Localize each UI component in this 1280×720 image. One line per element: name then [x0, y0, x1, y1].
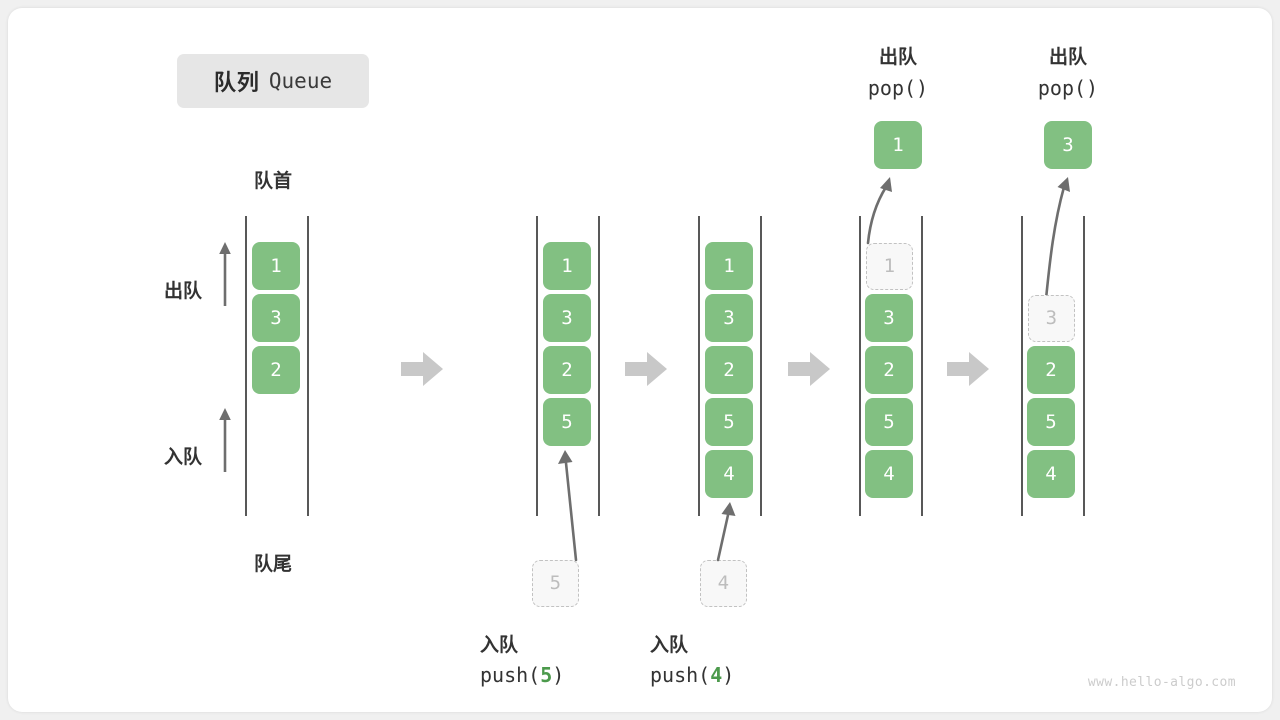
queue-cell: 5 — [865, 398, 913, 446]
caption-push-code-3: push(4) — [650, 663, 735, 687]
queue-cell: 3 — [543, 294, 591, 342]
pop-arrow-icon-5 — [1044, 177, 1070, 301]
queue-rail-right-4 — [921, 216, 923, 516]
queue-rail-right-1 — [307, 216, 309, 516]
queue-rail-left-3 — [698, 216, 700, 516]
queue-rail-right-2 — [598, 216, 600, 516]
push-arg-2: 5 — [540, 663, 553, 687]
caption-enqueue-3: 入队 — [650, 635, 689, 656]
caption-pop-code-4: pop() — [867, 76, 929, 100]
caption-push-code-2: push(5) — [480, 663, 565, 687]
popped-cell-5: 3 — [1044, 121, 1092, 169]
label-rear: 队尾 — [253, 554, 292, 575]
queue-cell: 2 — [865, 346, 913, 394]
queue-cell: 4 — [1027, 450, 1075, 498]
label-front: 队首 — [253, 171, 292, 192]
queue-cell: 1 — [252, 242, 300, 290]
title-cn: 队列 — [213, 70, 260, 95]
queue-cell: 1 — [705, 242, 753, 290]
step-arrow-icon — [625, 352, 667, 386]
queue-rail-left-1 — [245, 216, 247, 516]
watermark: www.hello-algo.com — [1087, 675, 1236, 690]
queue-cell: 3 — [705, 294, 753, 342]
queue-cell: 3 — [252, 294, 300, 342]
label-dequeue-direction: 出队 — [163, 281, 202, 302]
queue-ghost-cell: 1 — [866, 243, 913, 290]
queue-cell-new: 5 — [543, 398, 591, 446]
label-enqueue-direction: 入队 — [163, 447, 202, 468]
queue-rail-left-4 — [859, 216, 861, 516]
dequeue-direction-arrow-icon — [219, 242, 231, 306]
diagram-title-chip: 队列 Queue — [177, 54, 369, 108]
enqueue-direction-arrow-icon — [219, 408, 231, 472]
queue-ghost-cell: 4 — [700, 560, 747, 607]
caption-pop-code-5: pop() — [1037, 76, 1099, 100]
push-arg-3: 4 — [710, 663, 723, 687]
queue-cell-new: 4 — [705, 450, 753, 498]
queue-cell: 2 — [543, 346, 591, 394]
queue-rail-left-5 — [1021, 216, 1023, 516]
caption-enqueue-2: 入队 — [480, 635, 519, 656]
queue-rail-right-3 — [760, 216, 762, 516]
popped-cell-4: 1 — [874, 121, 922, 169]
diagram-canvas: 队列 Queue 队首 队尾 出队 入队 1 3 2 1 3 2 5 5 入队 … — [8, 8, 1272, 712]
queue-rail-right-5 — [1083, 216, 1085, 516]
pop-arrow-icon-4 — [866, 177, 892, 245]
push-arrow-icon-3 — [716, 502, 736, 562]
caption-dequeue-5: 出队 — [1048, 47, 1087, 68]
step-arrow-icon — [401, 352, 443, 386]
queue-cell: 3 — [865, 294, 913, 342]
queue-cell: 5 — [1027, 398, 1075, 446]
push-arrow-icon-2 — [558, 450, 578, 562]
queue-ghost-cell: 5 — [532, 560, 579, 607]
title-en: Queue — [268, 69, 333, 93]
step-arrow-icon — [788, 352, 830, 386]
queue-cell: 4 — [865, 450, 913, 498]
queue-cell: 2 — [252, 346, 300, 394]
queue-cell: 1 — [543, 242, 591, 290]
queue-cell: 5 — [705, 398, 753, 446]
queue-rail-left-2 — [536, 216, 538, 516]
caption-dequeue-4: 出队 — [878, 47, 917, 68]
step-arrow-icon — [947, 352, 989, 386]
queue-cell: 2 — [1027, 346, 1075, 394]
queue-ghost-cell: 3 — [1028, 295, 1075, 342]
queue-cell: 2 — [705, 346, 753, 394]
